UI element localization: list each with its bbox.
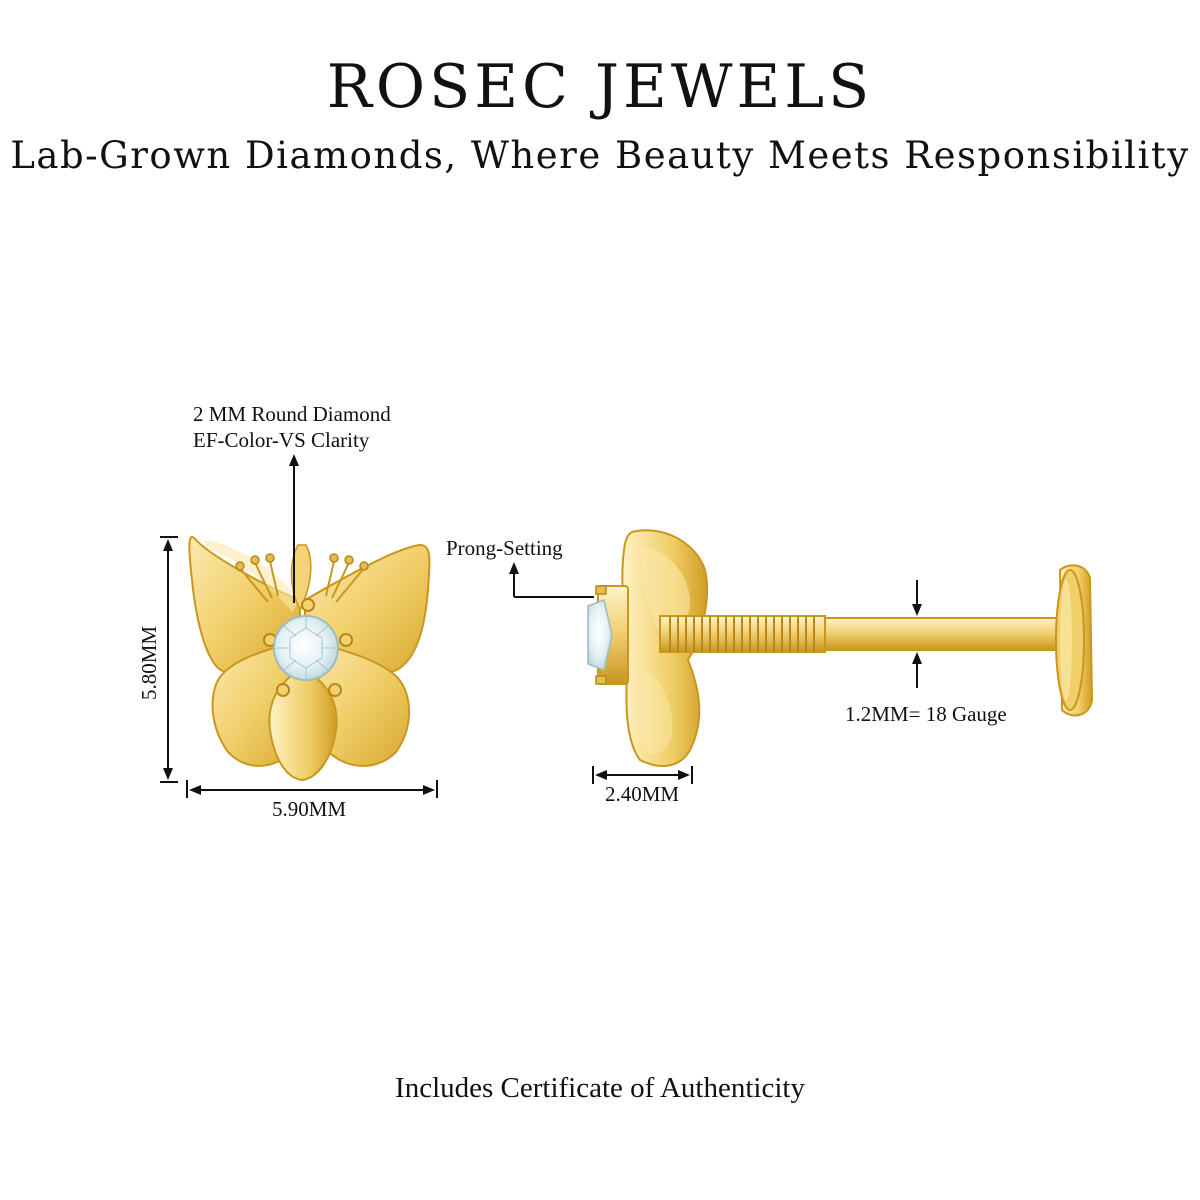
front-dimension-lines bbox=[160, 454, 438, 798]
flower-stud-front bbox=[188, 536, 431, 782]
brand-title: ROSEC JEWELS bbox=[326, 52, 874, 122]
certificate-note: Includes Certificate of Authenticity bbox=[395, 1072, 805, 1104]
depth-dimension-label: 2.40MM bbox=[605, 782, 680, 806]
width-dimension-label: 5.90MM bbox=[272, 797, 347, 821]
height-dimension-label: 5.80MM bbox=[137, 625, 161, 700]
stone-label-size: 2 MM Round Diamond bbox=[193, 402, 391, 426]
stone-label-grade: EF-Color-VS Clarity bbox=[193, 428, 370, 452]
side-dimension-lines bbox=[509, 562, 922, 784]
brand-tagline: Lab-Grown Diamonds, Where Beauty Meets R… bbox=[10, 134, 1190, 177]
labret-side-view bbox=[587, 529, 1094, 767]
prong-setting-label: Prong-Setting bbox=[446, 536, 563, 560]
gauge-label: 1.2MM= 18 Gauge bbox=[845, 702, 1007, 726]
